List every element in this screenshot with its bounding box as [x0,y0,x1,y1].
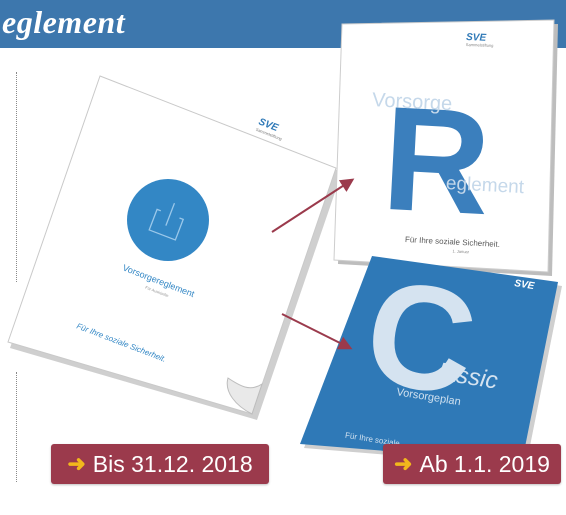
old-reglement-booklet: SVE Sammelstiftung Vorsorgereglement Für… [7,75,342,420]
old-circle-icon [127,179,209,261]
r-logo-sub: Sammelstiftung [466,42,494,48]
r-small: 1. Januar [452,248,470,254]
badge-until-2018: ➜ Bis 31.12. 2018 [51,444,269,484]
arrow-right-icon: ➜ [394,451,413,476]
dotted-guide-top [16,72,17,282]
badge-from-2019: ➜ Ab 1.1. 2019 [383,444,561,484]
badge-until-label: Bis 31.12. 2018 [92,450,253,477]
c-big-letter: C [355,250,486,428]
badge-from-label: Ab 1.1. 2019 [419,450,550,477]
arrow-to-reglement [271,178,355,233]
header-title: eglement [2,4,126,40]
arrow-right-icon: ➜ [67,451,86,476]
dotted-guide-bottom [16,372,17,482]
r-logo: SVE [466,32,487,44]
r-big-letter: R [379,76,494,246]
arrow-to-classic [281,313,353,350]
r-bottom-word: eglement [445,173,525,198]
c-logo: SVE [514,278,536,292]
r-top-word: Vorsorge [372,89,453,115]
new-classic-booklet: SVE C lassic Vorsorgeplan Für Ihre sozia… [300,250,562,466]
new-reglement-booklet: SVE Sammelstiftung R Vorsorge eglement F… [333,19,558,276]
